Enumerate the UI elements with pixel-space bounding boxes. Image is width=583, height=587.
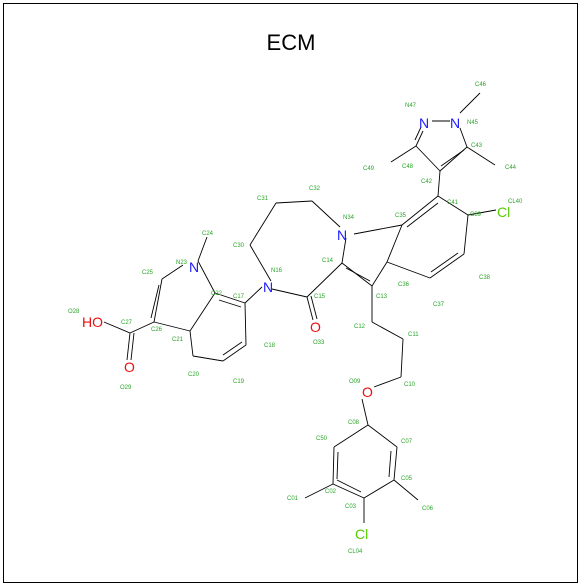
label-c05: C05 xyxy=(401,476,413,482)
label-c20: C20 xyxy=(188,372,200,378)
atom-o-ether: O xyxy=(362,384,373,400)
label-n16: N16 xyxy=(271,268,283,274)
label-c22: C22 xyxy=(211,291,223,297)
label-c03: C03 xyxy=(345,504,357,510)
label-c31: C31 xyxy=(257,196,269,202)
label-c42: C42 xyxy=(421,179,433,185)
atom-cl-bottom: Cl xyxy=(355,526,368,542)
label-o29: O29 xyxy=(120,385,132,391)
label-c36: C36 xyxy=(398,282,410,288)
label-c32: C32 xyxy=(309,186,321,192)
label-c50: C50 xyxy=(316,436,328,442)
label-n23: N23 xyxy=(176,260,188,266)
label-c12: C12 xyxy=(354,324,366,330)
label-o28: O28 xyxy=(68,309,80,315)
label-c38: C38 xyxy=(479,275,491,281)
label-o33: O33 xyxy=(313,340,325,346)
atom-n47: N xyxy=(419,115,429,131)
label-cl04: CL04 xyxy=(348,549,363,555)
atom-index-labels: N23 C24 C25 C22 C17 C26 C27 O28 O29 C21 … xyxy=(68,82,523,555)
label-c18: C18 xyxy=(264,343,276,349)
label-c44: C44 xyxy=(505,165,517,171)
atom-oh: HO xyxy=(82,314,103,330)
label-c11: C11 xyxy=(408,332,419,338)
label-c21: C21 xyxy=(172,337,184,343)
atom-n45: N xyxy=(450,115,460,131)
label-c17: C17 xyxy=(233,294,245,300)
atom-o-amide: O xyxy=(310,319,321,335)
label-c39: C39 xyxy=(470,212,482,218)
label-c46: C46 xyxy=(475,82,487,88)
label-c06: C06 xyxy=(422,506,434,512)
heteroatom-symbols: N N N N N Cl Cl HO O O O xyxy=(82,115,510,542)
atom-cl-top: Cl xyxy=(497,204,510,220)
diagram-title: ECM xyxy=(267,30,316,55)
label-c02: C02 xyxy=(325,489,337,495)
label-c15: C15 xyxy=(314,294,326,300)
label-c25: C25 xyxy=(142,270,154,276)
label-c26: C26 xyxy=(151,327,163,333)
bond-lines xyxy=(103,92,497,523)
atom-n34: N xyxy=(337,227,347,243)
label-c10: C10 xyxy=(404,382,416,388)
atom-n23: N xyxy=(189,259,199,275)
label-o09: O09 xyxy=(349,379,361,385)
label-c14: C14 xyxy=(322,258,334,264)
label-cl40: CL40 xyxy=(508,199,523,205)
label-c01: C01 xyxy=(287,496,299,502)
label-c24: C24 xyxy=(202,231,214,237)
label-c08: C08 xyxy=(348,420,360,426)
label-c07: C07 xyxy=(401,439,413,445)
label-c27: C27 xyxy=(121,320,133,326)
label-c43: C43 xyxy=(471,143,483,149)
label-c30: C30 xyxy=(233,243,245,249)
atom-o-acid: O xyxy=(124,359,135,375)
label-c35: C35 xyxy=(395,213,407,219)
label-c49: C49 xyxy=(363,166,375,172)
label-c19: C19 xyxy=(233,379,245,385)
label-c48: C48 xyxy=(402,164,414,170)
label-c37: C37 xyxy=(433,302,445,308)
label-n34: N34 xyxy=(343,215,355,221)
atom-n16: N xyxy=(263,279,273,295)
label-c41: C41 xyxy=(447,200,459,206)
label-n47: N47 xyxy=(405,103,417,109)
label-n45: N45 xyxy=(467,120,479,126)
label-c13: C13 xyxy=(376,294,388,300)
